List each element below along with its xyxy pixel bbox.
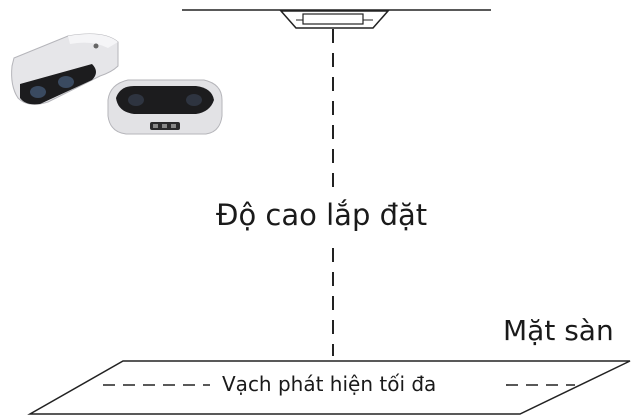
- ceiling-camera-icon: [279, 10, 390, 29]
- camera-product-photo-2: [107, 79, 223, 135]
- installation-height-label: Độ cao lắp đặt: [216, 198, 428, 232]
- floor-label: Mặt sàn: [503, 314, 614, 347]
- floor-plane: [27, 360, 631, 415]
- camera-product-photo-1: [11, 33, 119, 105]
- max-detection-line-label: Vạch phát hiện tối đa: [222, 372, 437, 396]
